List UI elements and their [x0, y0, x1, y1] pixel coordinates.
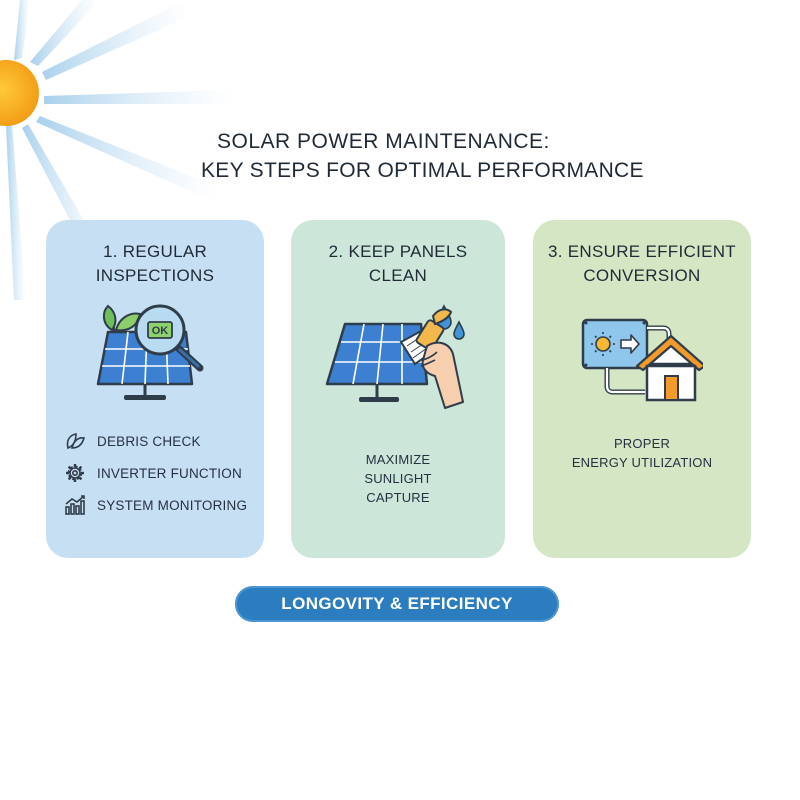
card-heading-line-2: INSPECTIONS: [95, 266, 215, 285]
card-heading: 1. REGULAR INSPECTIONS: [46, 240, 264, 288]
cleaning-panel-icon: [325, 304, 465, 409]
list-item-label: INVERTER FUNCTION: [97, 465, 242, 481]
list-item-label: DEBRIS CHECK: [97, 433, 201, 449]
inspection-panel-icon: OK: [96, 304, 204, 400]
card-ensure-efficient-conversion: 3. ENSURE EFFICIENT CONVERSION PROPER EN…: [533, 220, 751, 558]
longevity-efficiency-banner: LONGOVITY & EFFICIENCY: [235, 586, 559, 622]
list-item: INVERTER FUNCTION: [64, 457, 247, 489]
card-caption: PROPER ENERGY UTILIZATION: [533, 434, 751, 472]
gear-icon: [66, 464, 84, 482]
chart-icon: [65, 495, 85, 515]
leaf-icon: [66, 433, 86, 450]
card-heading-line-1: 3. ENSURE EFFICIENT: [547, 242, 736, 261]
card-heading-line-2: CLEAN: [368, 266, 428, 285]
card-heading-line-2: CONVERSION: [583, 266, 701, 285]
card-heading-line-1: 2. KEEP PANELS: [328, 242, 468, 261]
list-item: DEBRIS CHECK: [64, 425, 247, 457]
card-heading: 3. ENSURE EFFICIENT CONVERSION: [533, 240, 751, 288]
inspection-list: DEBRIS CHECK INVERTER FUNCTION: [64, 425, 247, 521]
list-item-label: SYSTEM MONITORING: [97, 497, 248, 513]
page-title: SOLAR POWER MAINTENANCE: KEY STEPS FOR O…: [0, 128, 800, 186]
card-caption: MAXIMIZE SUNLIGHT CAPTURE: [291, 450, 505, 507]
card-regular-inspections: 1. REGULAR INSPECTIONS OK DEBRIS CHECK: [46, 220, 264, 558]
caption-line: MAXIMIZE: [365, 452, 431, 467]
list-item: SYSTEM MONITORING: [64, 489, 247, 521]
caption-line: PROPER: [613, 436, 671, 451]
title-line-1: SOLAR POWER MAINTENANCE:: [217, 130, 550, 153]
card-heading: 2. KEEP PANELS CLEAN: [291, 240, 505, 288]
inverter-house-icon: [581, 318, 703, 402]
caption-line: SUNLIGHT: [364, 471, 432, 486]
caption-line: CAPTURE: [366, 490, 430, 505]
caption-line: ENERGY UTILIZATION: [571, 455, 713, 470]
card-heading-line-1: 1. REGULAR: [102, 242, 208, 261]
title-line-2: KEY STEPS FOR OPTIMAL PERFORMANCE: [201, 159, 644, 182]
ok-badge: OK: [152, 325, 169, 337]
card-keep-panels-clean: 2. KEEP PANELS CLEAN MAXIMIZE SUNLIGHT C…: [291, 220, 505, 558]
